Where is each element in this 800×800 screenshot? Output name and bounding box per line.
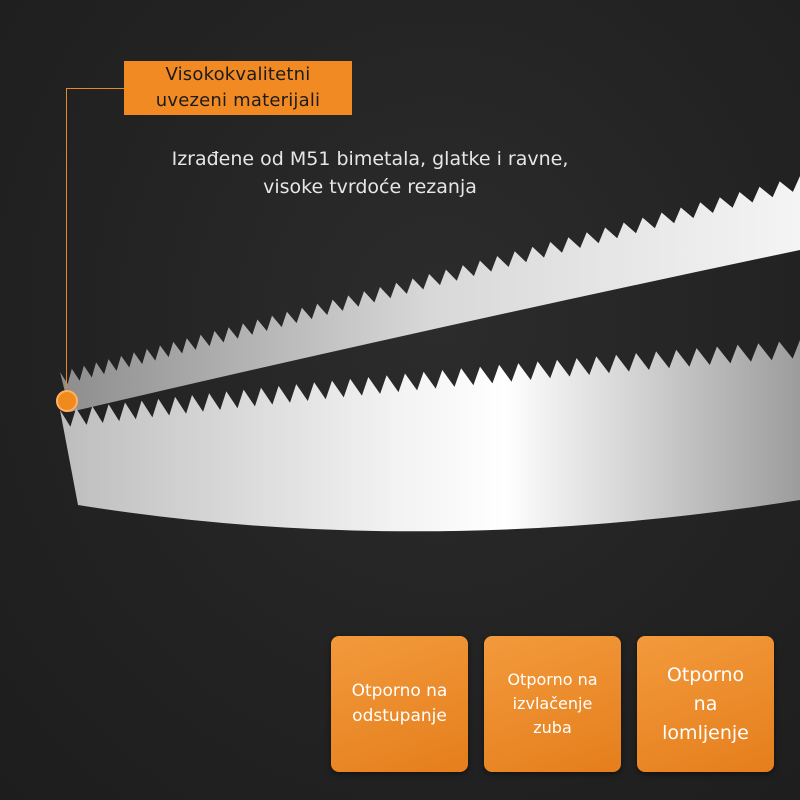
feature-card-line: Otporno na [507, 670, 598, 689]
feature-card-line: lomljenje [662, 721, 749, 744]
feature-card-line: na [693, 692, 718, 715]
feature-card-line: izvlačenje [512, 694, 593, 713]
callout-marker-dot [56, 390, 78, 412]
feature-card-tooth-pullout: Otporno na izvlačenje zuba [484, 636, 621, 772]
feature-card-line: Otporno [666, 663, 745, 686]
material-description-line-2: visoke tvrdoće rezanja [263, 176, 477, 198]
feature-cards: Otporno na odstupanje Otporno na izvlače… [331, 636, 774, 772]
feature-card-line: Otporno na [351, 681, 448, 701]
callout-leader-vertical [66, 88, 67, 388]
material-tag: Visokokvalitetni uvezeni materijali [124, 61, 352, 115]
material-description: Izrađene od M51 bimetala, glatke i ravne… [120, 145, 620, 201]
feature-card-breakage: Otporno na lomljenje [637, 636, 774, 772]
feature-card-line: zuba [533, 718, 572, 737]
material-description-line-1: Izrađene od M51 bimetala, glatke i ravne… [171, 148, 569, 170]
feature-card-deviation: Otporno na odstupanje [331, 636, 468, 772]
material-tag-line-2: uvezeni materijali [155, 90, 321, 111]
material-tag-line-1: Visokokvalitetni [165, 64, 311, 85]
feature-card-line: odstupanje [352, 706, 447, 726]
callout-leader-horizontal [66, 88, 124, 89]
